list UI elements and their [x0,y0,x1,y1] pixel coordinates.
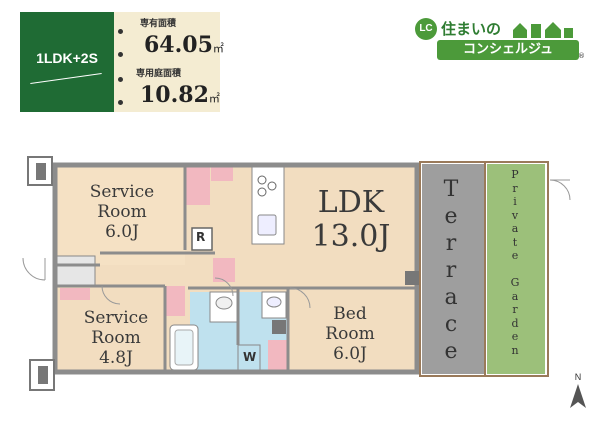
garden-area-unit: ㎡ [208,92,220,105]
refrigerator-label: R [196,230,206,244]
bed-room-line2: Room [325,324,375,344]
exclusive-area-value: 64.05 [144,32,213,58]
bullet-dot [118,100,123,105]
garden-area-row: 10.82㎡ [140,82,220,108]
compass-arrow-icon [570,384,586,408]
ldk-line1: LDK [317,185,385,220]
ldk-size: 13.0J [311,219,391,254]
logo-line2: コンシェルジュ [437,40,579,60]
washer-label: W [243,350,257,364]
logo-house-icon [511,20,575,42]
layout-type-box: 1LDK+2S [20,12,114,112]
bed-room-line1: Bed [333,304,367,324]
service-room-2-label: Service Room 4.8J [66,308,166,368]
service-room-2-line1: Service [83,308,149,328]
garden-area-value: 10.82 [140,82,209,108]
logo-line1: 住まいの [441,20,502,38]
exclusive-area-row: 64.05㎡ [144,32,224,58]
bullet-dot [118,29,123,34]
closet [60,288,90,300]
exclusive-area-label: 専有面積 [140,19,177,29]
exclusive-area-unit: ㎡ [212,42,224,55]
layout-type-label: 1LDK+2S [36,50,98,66]
service-room-2-size: 4.8J [99,348,133,368]
service-room-1-floor [55,165,185,265]
closet [268,340,288,370]
compass: N [566,372,590,412]
company-logo: LC 住まいの コンシェルジュ ® [415,14,585,66]
logo-badge: LC [415,18,437,40]
bullet-dot [118,52,123,57]
ldk-label: LDK 13.0J [296,186,406,254]
service-room-1-line1: Service [89,182,155,202]
service-room-1-label: Service Room 6.0J [72,182,172,242]
closet [165,286,185,316]
bed-room-size: 6.0J [333,344,367,364]
garden-area-label: 専用庭面積 [136,69,182,79]
private-garden-area [487,164,545,374]
logo-registered-mark: ® [578,52,585,60]
service-room-2-line2: Room [91,328,141,348]
closet [186,165,210,205]
closet [213,258,235,282]
service-room-1-size: 6.0J [105,222,139,242]
bullet-dot [118,77,123,82]
area-box: 専有面積 64.05㎡ 専用庭面積 10.82㎡ [114,12,224,112]
area-info-card: 1LDK+2S 専有面積 64.05㎡ 専用庭面積 10.82㎡ [20,12,224,112]
bed-room-label: Bed Room 6.0J [300,304,400,364]
terrace-area [422,164,484,374]
service-room-1-line2: Room [97,202,147,222]
compass-label: N [574,372,582,382]
closet [211,165,233,181]
